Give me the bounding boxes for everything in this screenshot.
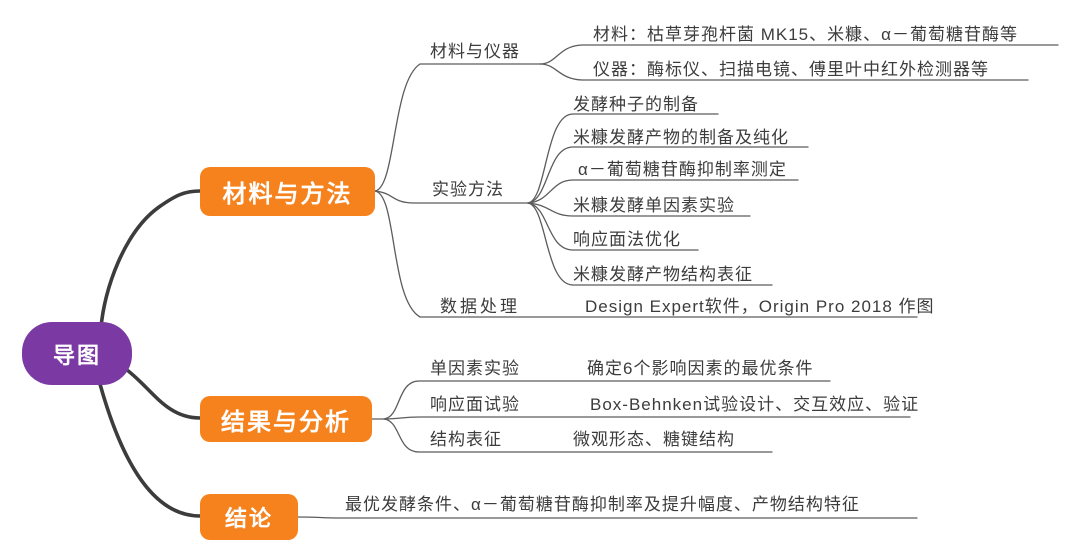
- leaf-software-tools[interactable]: Design Expert软件，Origin Pro 2018 作图: [585, 297, 935, 316]
- wire-leaf-instrument: [539, 63, 1029, 81]
- trunk-root-to-results: [125, 368, 202, 420]
- subnode-materials-instruments[interactable]: 材料与仪器: [430, 42, 520, 61]
- wire-result-1: [383, 380, 831, 420]
- branch-node-materials-methods[interactable]: 材料与方法: [200, 167, 375, 216]
- root-node[interactable]: 导图: [22, 322, 132, 385]
- trunk-root-to-conclusion: [98, 382, 202, 518]
- trunk-root-to-materials: [99, 189, 202, 330]
- leaf-structure-characterization[interactable]: 米糠发酵产物结构表征: [573, 265, 753, 284]
- leaf-seed-preparation[interactable]: 发酵种子的制备: [573, 95, 699, 114]
- wire-method-4: [527, 202, 751, 217]
- wire-result-2: [383, 416, 911, 420]
- leaf-morphology-glycosidic[interactable]: 微观形态、糖键结构: [573, 430, 735, 449]
- subnode-response-surface[interactable]: 响应面试验: [430, 395, 520, 414]
- wire-method-6: [527, 202, 773, 286]
- wire-methods: [374, 190, 529, 204]
- leaf-fermentation-product-purification[interactable]: 米糠发酵产物的制备及纯化: [573, 128, 789, 147]
- subnode-experiment-methods[interactable]: 实验方法: [432, 180, 504, 199]
- wire-materials-instruments: [374, 63, 541, 192]
- branch-node-conclusion[interactable]: 结论: [200, 494, 298, 540]
- wire-result-3: [383, 418, 773, 453]
- leaf-conclusion-summary[interactable]: 最优发酵条件、α－葡萄糖苷酶抑制率及提升幅度、产物结构特征: [345, 495, 860, 514]
- wire-method-2: [527, 146, 809, 204]
- branch-node-results-analysis[interactable]: 结果与分析: [200, 396, 372, 442]
- wire-conclusion-leaf: [297, 516, 918, 519]
- leaf-materials[interactable]: 材料：枯草芽孢杆菌 MK15、米糠、α－葡萄糖苷酶等: [593, 25, 1018, 44]
- leaf-response-surface-optimization[interactable]: 响应面法优化: [573, 230, 681, 249]
- leaf-inhibition-assay[interactable]: α－葡萄糖苷酶抑制率测定: [578, 160, 787, 179]
- leaf-box-behnken[interactable]: Box-Behnken试验设计、交互效应、验证: [590, 395, 920, 414]
- leaf-single-factor-experiment[interactable]: 米糠发酵单因素实验: [573, 196, 735, 215]
- wire-method-5: [527, 202, 699, 251]
- wire-method-1: [527, 113, 719, 204]
- leaf-instruments[interactable]: 仪器：酶标仪、扫描电镜、傅里叶中红外检测器等: [593, 60, 989, 79]
- subnode-structure[interactable]: 结构表征: [430, 430, 502, 449]
- wire-method-3: [527, 179, 799, 204]
- leaf-optimal-conditions[interactable]: 确定6个影响因素的最优条件: [587, 359, 814, 378]
- subnode-single-factor[interactable]: 单因素实验: [430, 359, 520, 378]
- wire-data-processing: [374, 190, 918, 318]
- wire-leaf-material: [539, 44, 1059, 65]
- subnode-data-processing[interactable]: 数据处理: [440, 297, 520, 316]
